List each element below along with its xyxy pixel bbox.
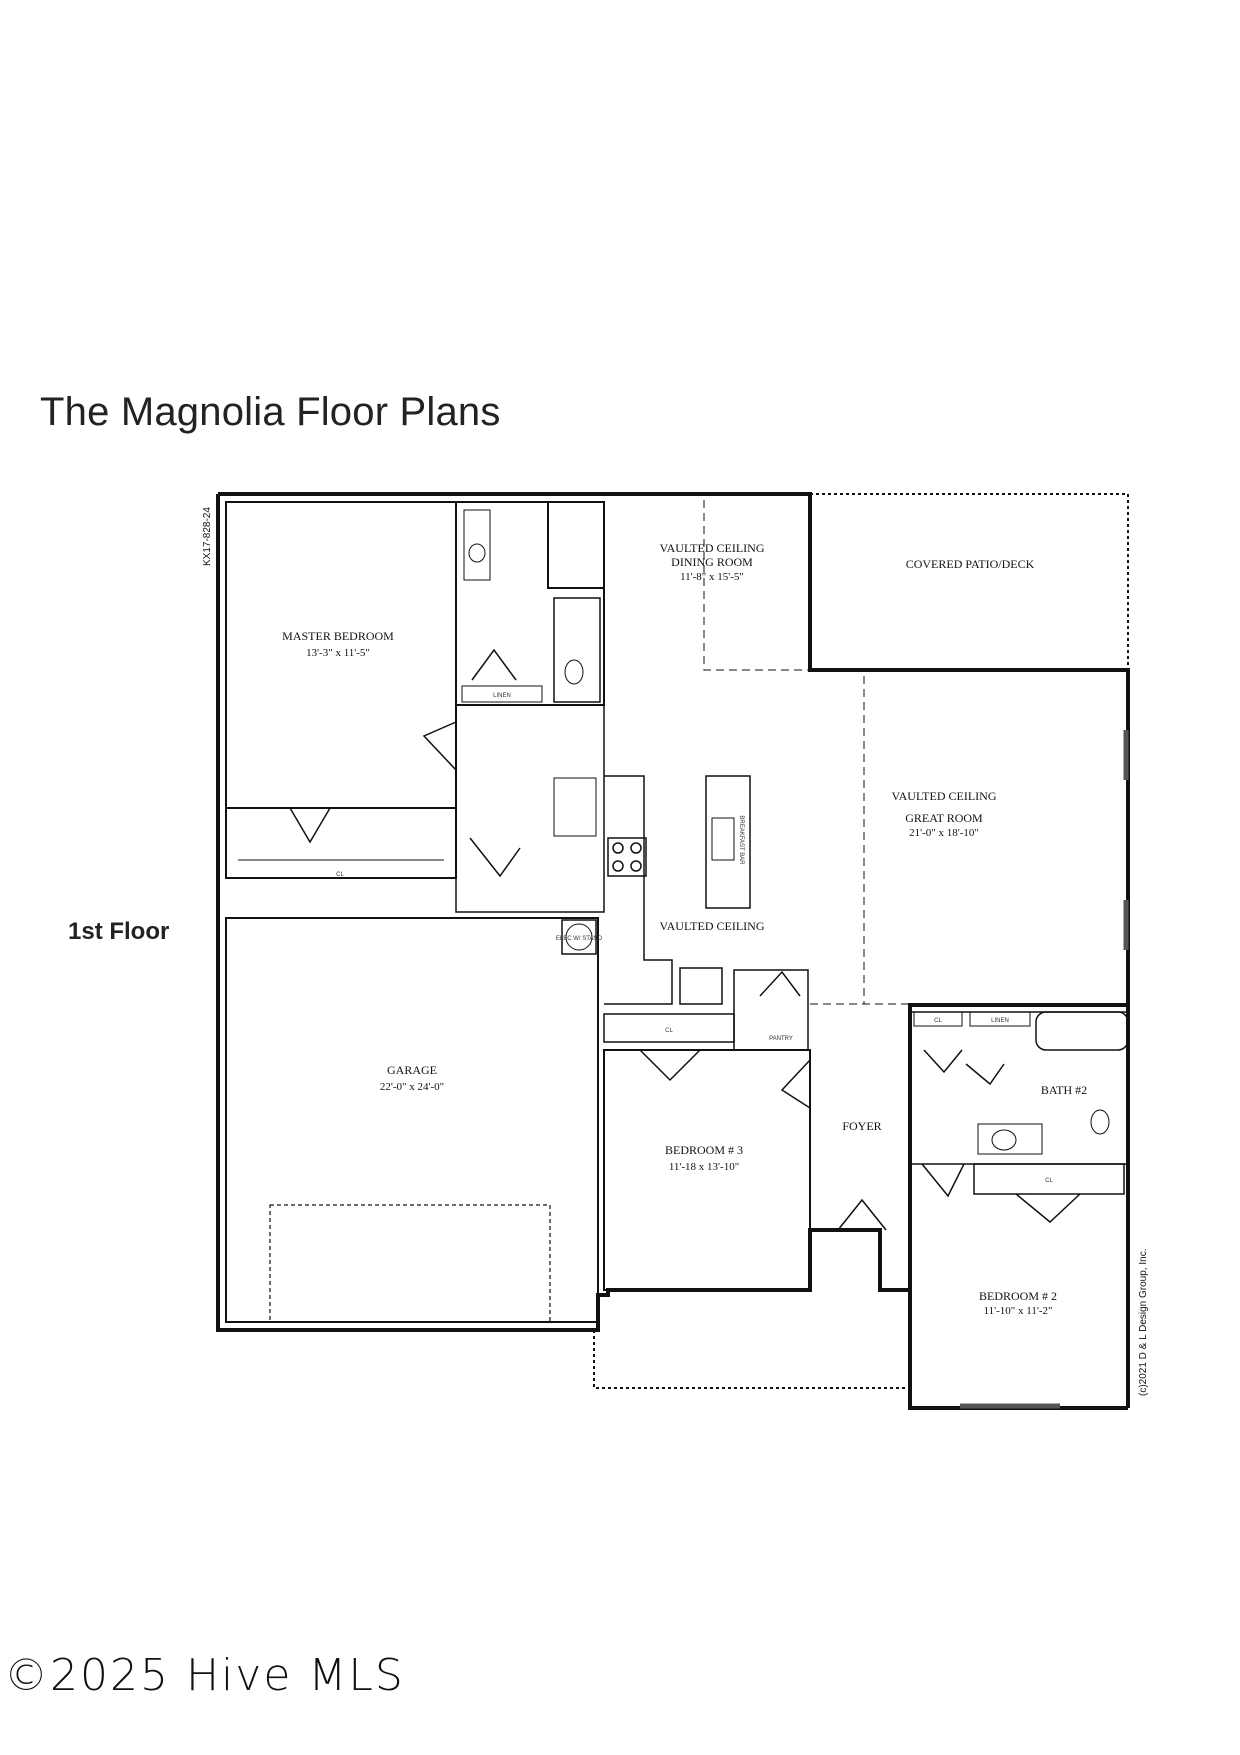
watermark: ©2025 Hive MLS — [4, 1650, 405, 1701]
pantry-label: PANTRY — [769, 1036, 793, 1042]
laundry-door — [469, 837, 521, 878]
bath-2-linen-label: LINEN — [991, 1018, 1009, 1024]
page-title: The Magnolia Floor Plans — [40, 390, 501, 434]
bedroom-2-door — [1015, 1193, 1081, 1223]
master-closet-label: CL — [336, 872, 344, 878]
laundry-washer — [553, 777, 597, 837]
dining-divider — [703, 500, 810, 671]
kitchen-sink — [711, 817, 735, 861]
copyright-text: (c)2021 D & L Design Group, Inc. — [1138, 1249, 1149, 1396]
master-linen — [461, 685, 543, 703]
stove-burner — [630, 860, 642, 872]
master-bath-tub — [547, 501, 605, 589]
bedroom-3-wall — [603, 1049, 811, 1291]
bath-2-linen — [969, 1011, 1031, 1027]
pantry-door — [759, 970, 801, 997]
garage-dims: 22'-0" x 24'-0" — [380, 1081, 444, 1093]
bedroom-3-dims: 11'-18 x 13'-10" — [669, 1161, 739, 1173]
kitchen-stove — [607, 837, 647, 877]
patio-outline — [810, 493, 1129, 670]
bath-2-tub — [1035, 1011, 1129, 1051]
floor-label: 1st Floor — [68, 918, 170, 945]
porch-outline — [593, 1330, 910, 1389]
master-bath-door — [471, 648, 517, 681]
kitchen-closet-label: CL — [665, 1028, 673, 1034]
water-heater-label: ELEC W/ STAND — [556, 936, 603, 942]
kitchen-counter — [604, 775, 673, 1005]
kitchen-closet — [603, 1013, 735, 1043]
dining-room-name: DINING ROOM — [671, 555, 753, 569]
kitchen-ceiling: VAULTED CEILING — [660, 919, 765, 933]
bath-2-sink — [991, 1129, 1017, 1151]
garage-wall — [225, 917, 599, 1323]
great-room-ceiling: VAULTED CEILING — [892, 789, 997, 803]
bath-2-entry — [965, 1063, 1005, 1086]
stove-burner — [630, 842, 642, 854]
dining-room-dims: 11'-8" x 15'-5" — [680, 571, 744, 583]
bath-2-closet-label: CL — [934, 1018, 942, 1024]
water-heater-tank — [565, 923, 593, 951]
patio-name: COVERED PATIO/DECK — [906, 557, 1035, 571]
bedroom-3-entry — [780, 1059, 811, 1109]
bedroom-2-entry — [921, 1163, 965, 1198]
master-bedroom-dims: 13'-3" x 11'-5" — [306, 647, 370, 659]
stove-burner — [612, 860, 624, 872]
master-toilet — [564, 659, 584, 685]
master-door — [289, 807, 331, 844]
hall-wall — [455, 704, 605, 913]
master-bath-sink — [468, 543, 486, 563]
master-bath-vanity — [463, 509, 491, 581]
bath-2-vanity — [977, 1123, 1043, 1155]
great-room-dims: 21'-0" x 18'-10" — [909, 827, 979, 839]
master-bath-wall — [456, 501, 605, 706]
bedroom-2-dims: 11'-10" x 11'-2" — [984, 1305, 1053, 1317]
bath-2-wall — [909, 1011, 1129, 1165]
bath-2-closet — [913, 1011, 963, 1027]
plan-code: KX17-828-24 — [202, 507, 213, 566]
bedroom-3-name: BEDROOM # 3 — [665, 1143, 743, 1157]
master-wc — [553, 597, 601, 703]
bath-2-name: BATH #2 — [1041, 1083, 1087, 1097]
stove-burner — [612, 842, 624, 854]
garage-door — [269, 1204, 551, 1323]
bedroom-2-name: BEDROOM # 2 — [979, 1289, 1057, 1303]
hall-door — [422, 721, 457, 771]
kitchen-fridge — [679, 967, 723, 1005]
window — [960, 730, 1129, 1409]
bedroom-2-closet-label: CL — [1045, 1178, 1053, 1184]
kitchen-island — [705, 775, 751, 909]
front-door — [837, 1198, 887, 1231]
master-linen-label: LINEN — [493, 693, 511, 699]
bath-2-toilet — [1090, 1109, 1110, 1135]
dining-ceiling: VAULTED CEILING — [660, 541, 765, 555]
bedroom-2-closet — [973, 1163, 1125, 1195]
master-bedroom-name: MASTER BEDROOM — [282, 629, 394, 643]
foyer-name: FOYER — [842, 1119, 881, 1133]
water-heater — [561, 919, 597, 955]
bath-2-door — [923, 1049, 963, 1074]
master-closet-wall — [225, 807, 457, 879]
garage-name: GARAGE — [387, 1063, 437, 1077]
bedroom-3-door — [639, 1049, 701, 1082]
great-room-name: GREAT ROOM — [905, 811, 983, 825]
breakfast-bar-label: BREAKFAST BAR — [738, 815, 744, 865]
